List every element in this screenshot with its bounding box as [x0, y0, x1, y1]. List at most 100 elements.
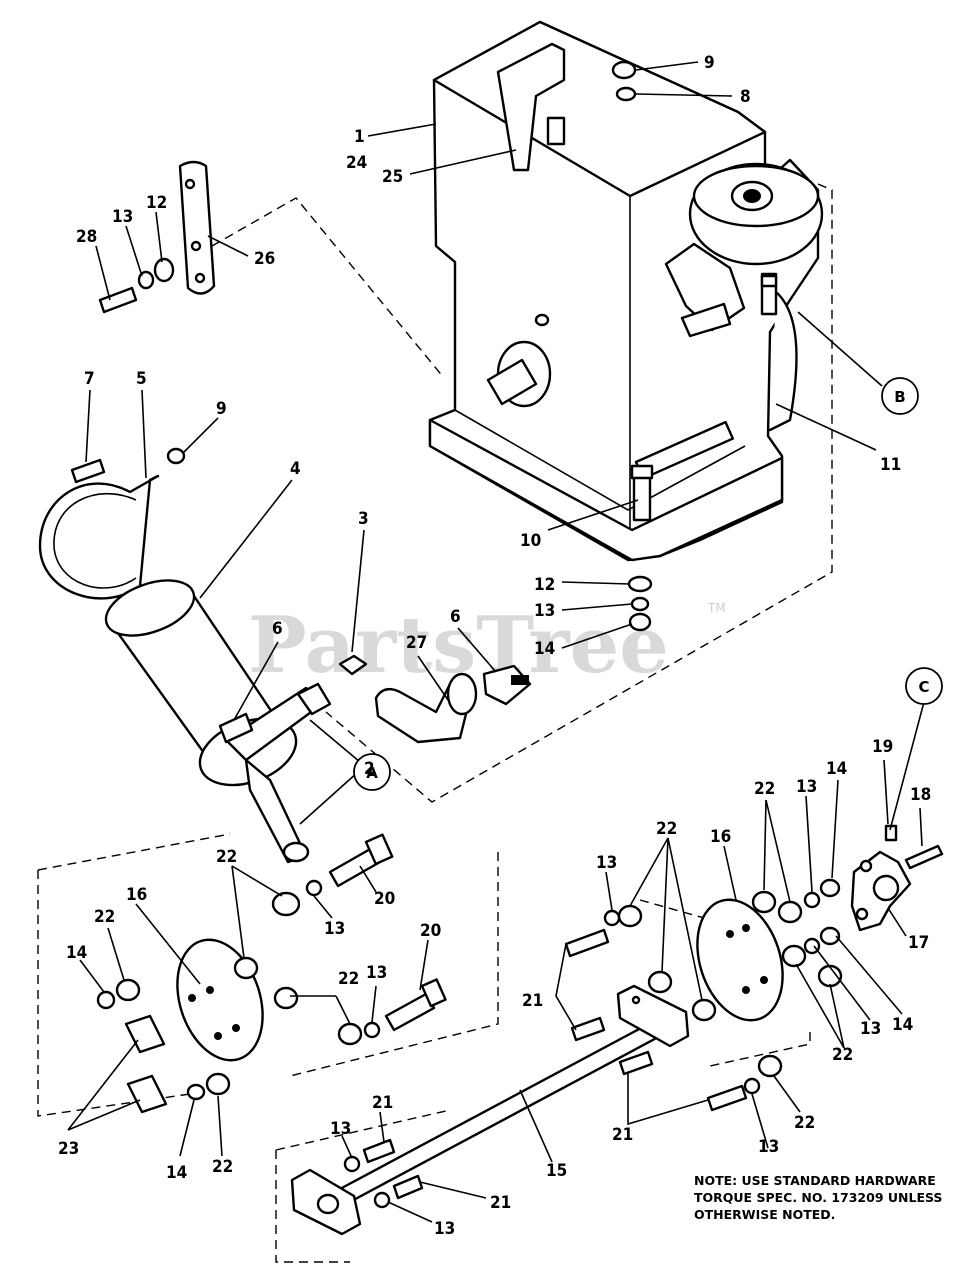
leader-13-mid — [605, 871, 613, 911]
dashed-line-right-top — [639, 899, 741, 929]
leader-1 — [367, 123, 437, 137]
right-bolt-a — [564, 928, 610, 958]
leader-10 — [547, 499, 639, 531]
engine-base-line — [454, 409, 746, 511]
leader-5 — [141, 389, 147, 479]
callout-label: 22 — [656, 819, 677, 839]
callout-label: 22 — [832, 1045, 853, 1065]
leader-2 — [309, 719, 361, 763]
callout-label: 4 — [290, 459, 301, 479]
left-washer-a — [271, 891, 301, 917]
right-plate-hole-2 — [742, 924, 750, 932]
callout-label: 14 — [66, 943, 87, 963]
torque-note-line: NOTE: USE STANDARD HARDWARE — [694, 1173, 936, 1188]
right-lockwasher-d — [743, 1077, 761, 1095]
leader-21-bottom — [419, 1181, 487, 1199]
engine-base-flange — [428, 418, 784, 562]
leader-14-left-outer — [79, 959, 105, 993]
engine-top-nut — [611, 60, 637, 80]
leader-26 — [207, 235, 249, 257]
leader-11 — [775, 403, 877, 451]
leader-20-upper — [359, 865, 377, 893]
leader-22-mid-a — [629, 837, 669, 907]
mount-lockwasher — [630, 596, 650, 612]
dashed-line-left-top — [37, 833, 231, 871]
reference-letter-b: B — [894, 388, 905, 406]
right-plate-hole-4 — [760, 976, 768, 984]
callout-label: 22 — [754, 779, 775, 799]
engine-top-lockwasher — [615, 86, 637, 102]
clamp-bolt — [70, 458, 106, 484]
leader-8 — [635, 93, 733, 97]
callout-label: 28 — [76, 227, 97, 247]
callout-label: 24 — [346, 153, 367, 173]
reference-letter-c: C — [918, 678, 929, 696]
leader-22-left-lower — [217, 1095, 223, 1157]
muffler-clamp-assembly — [38, 447, 186, 600]
callout-label: 16 — [710, 827, 731, 847]
leader-14-right-lower — [835, 935, 903, 1015]
reference-letter-a: A — [366, 764, 378, 782]
left-bolt-lower-head — [420, 978, 447, 1008]
left-washer-b — [233, 956, 259, 980]
bracket-top-hole — [184, 178, 196, 190]
leader-19 — [883, 759, 889, 825]
carburetor-tab — [680, 302, 732, 338]
callout-label: 13 — [758, 1137, 779, 1157]
callout-label: 9 — [704, 53, 715, 73]
leader-23 — [67, 1039, 141, 1131]
leader-22-right-a — [763, 799, 767, 891]
right-nut-a — [819, 878, 841, 898]
callout-label: 13 — [112, 207, 133, 227]
reference-letters: B A C — [353, 377, 943, 791]
right-lockwasher-a — [803, 891, 821, 909]
right-washer-b — [777, 900, 803, 924]
callout-label: 21 — [490, 1193, 511, 1213]
callout-label: 15 — [546, 1161, 567, 1181]
left-lockwasher-a — [305, 879, 323, 897]
right-washer-e — [617, 904, 643, 928]
callout-label: 12 — [146, 193, 167, 213]
callout-label: 6 — [272, 619, 283, 639]
left-spacer-lower — [126, 1074, 168, 1114]
left-bolt-upper-head — [364, 833, 394, 866]
right-bolt-b — [570, 1016, 606, 1042]
engine-assembly — [428, 20, 824, 632]
leader-12-bracket — [155, 211, 163, 263]
left-nut-lower — [186, 1083, 206, 1101]
engine-mount-bolt-head — [630, 464, 654, 480]
callout-label: 14 — [166, 1163, 187, 1183]
leader-14-left-lower — [179, 1099, 195, 1157]
leader-14-right — [831, 779, 839, 879]
leader-16-right — [723, 845, 737, 901]
left-plate-hole-1 — [188, 994, 196, 1002]
leader-6-right — [457, 627, 497, 673]
engine-top-bolt — [546, 116, 566, 146]
torque-note: NOTE: USE STANDARD HARDWARE TORQUE SPEC.… — [694, 1172, 974, 1223]
leader-13-right — [805, 795, 813, 893]
callout-numbers: 1 24 25 9 8 28 13 12 26 7 5 9 4 3 6 27 6… — [58, 53, 931, 1239]
bracket-lockwasher — [137, 270, 155, 290]
shaft-lower-bolt-b — [392, 1174, 424, 1200]
leader-4 — [199, 479, 293, 599]
reference-circle-c — [905, 667, 943, 705]
leader-28 — [95, 245, 111, 301]
leader-25 — [409, 149, 517, 175]
left-plate-hole-4 — [232, 1024, 240, 1032]
callout-label: 22 — [338, 969, 359, 989]
leader-13-engine — [561, 603, 633, 611]
shaft-lower-bolt-a — [362, 1138, 396, 1164]
leader-B — [797, 311, 883, 387]
callout-label: 7 — [84, 369, 95, 389]
leader-14-engine — [561, 623, 633, 649]
callout-label: 13 — [366, 963, 387, 983]
dashed-line-bottom-left — [275, 1150, 350, 1263]
leader-22-right-b — [765, 799, 791, 903]
bracket-bolt — [98, 286, 138, 314]
callout-label: 22 — [216, 847, 237, 867]
left-washer-d — [337, 1022, 363, 1046]
leader-3 — [351, 529, 365, 653]
assembly-dashed-lines — [37, 183, 833, 1263]
callout-label: 13 — [324, 919, 345, 939]
watermark-trademark: TM — [707, 601, 726, 615]
